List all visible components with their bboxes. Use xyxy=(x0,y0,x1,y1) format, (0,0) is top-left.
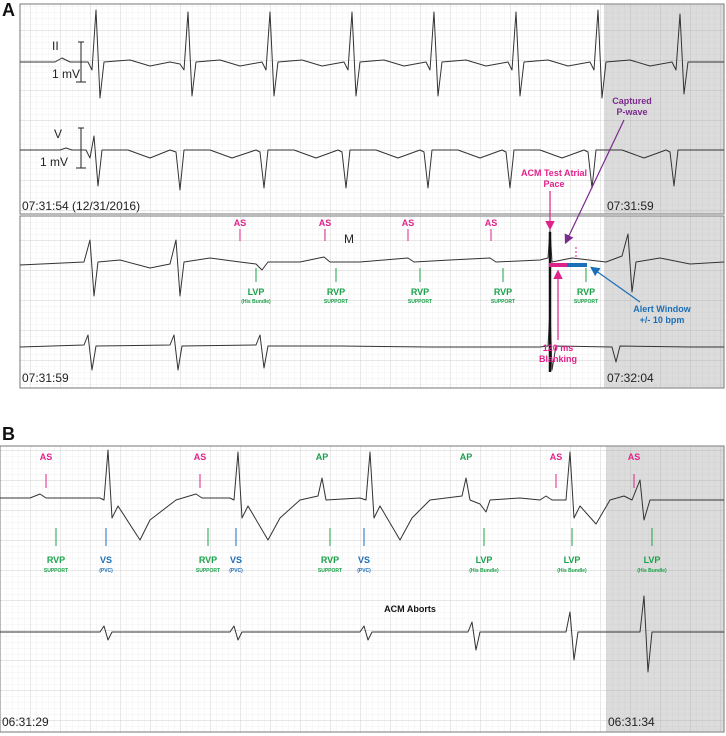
as-label: AS xyxy=(194,452,207,462)
strip-a1: II 1 mV V 1 mV 07:31:54 (12/31/2016) 07:… xyxy=(19,3,725,215)
vs-sub: (PVC) xyxy=(229,568,243,574)
vs-sub: (PVC) xyxy=(99,568,113,574)
as-label: AS xyxy=(234,218,247,228)
rvp-sub: SUPPORT xyxy=(324,299,348,305)
lvp-sub: (His Bundle) xyxy=(469,568,499,574)
rvp-sub: SUPPORT xyxy=(196,568,220,574)
rvp-label: RVP xyxy=(199,555,217,565)
alert-window-label-2: +/- 10 bpm xyxy=(640,315,685,325)
acm-pace-label-1: ACM Test Atrial xyxy=(521,168,587,178)
atrial-labels-b: AS AS AP AP AS AS xyxy=(40,452,641,488)
captured-label-2: P-wave xyxy=(616,107,647,117)
vs-label: VS xyxy=(100,555,112,565)
panel-a-letter: A xyxy=(2,0,15,20)
ventricular-labels-a: LVP (His Bundle) RVP SUPPORT RVP SUPPORT… xyxy=(241,268,598,305)
as-label: AS xyxy=(485,218,498,228)
vs-label: VS xyxy=(358,555,370,565)
lvp-sub: (His Bundle) xyxy=(241,299,271,305)
alert-window-arrow xyxy=(590,266,641,303)
rvp-label: RVP xyxy=(577,287,595,297)
lvp-sub: (His Bundle) xyxy=(557,568,587,574)
alert-window-bar xyxy=(567,263,587,267)
as-labels-a: AS AS AS AS xyxy=(234,218,498,241)
captured-arrow xyxy=(564,119,625,245)
as-label: AS xyxy=(628,452,641,462)
panel-b-letter: B xyxy=(2,424,15,444)
rvp-sub: SUPPORT xyxy=(318,568,342,574)
vs-label: VS xyxy=(230,555,242,565)
marker-m: M xyxy=(344,232,354,246)
shaded-window xyxy=(604,4,724,214)
strip-b: 06:31:29 06:31:34 ACM Aborts xyxy=(0,445,725,733)
lvp-label: LVP xyxy=(644,555,661,565)
rvp-sub: SUPPORT xyxy=(491,299,515,305)
cal-label-bottom: 1 mV xyxy=(40,155,68,169)
lvp-label: LVP xyxy=(476,555,493,565)
rvp-label: RVP xyxy=(411,287,429,297)
cal-label-top: 1 mV xyxy=(52,67,80,81)
strip-a2-time-right: 07:32:04 xyxy=(607,371,654,385)
strip-b-time-right: 06:31:34 xyxy=(608,715,655,729)
vs-sub: (PVC) xyxy=(357,568,371,574)
rvp-label: RVP xyxy=(47,555,65,565)
blanking-label-2: Blanking xyxy=(539,354,577,364)
ap-label: AP xyxy=(460,452,473,462)
rvp-sub: SUPPORT xyxy=(574,299,598,305)
blanking-bar xyxy=(549,263,567,267)
strip-b-top-trace xyxy=(0,449,724,541)
acm-aborts-label: ACM Aborts xyxy=(384,604,436,614)
as-label: AS xyxy=(319,218,332,228)
ventricular-labels-b: RVP SUPPORT VS (PVC) RVP SUPPORT VS (PVC… xyxy=(44,528,667,574)
rvp-sub: SUPPORT xyxy=(44,568,68,574)
strip-b-time-left: 06:31:29 xyxy=(2,715,49,729)
lvp-label: LVP xyxy=(564,555,581,565)
lead-label-v: V xyxy=(54,127,62,141)
lead-label-ii: II xyxy=(52,39,59,53)
captured-label-1: Captured xyxy=(612,96,652,106)
rvp-label: RVP xyxy=(494,287,512,297)
rvp-label: RVP xyxy=(327,287,345,297)
strip-b-bottom-trace xyxy=(0,595,724,673)
lvp-sub: (His Bundle) xyxy=(637,568,667,574)
lead-v-trace xyxy=(20,135,724,191)
lead-ii-trace xyxy=(20,9,724,99)
strip-a1-time-left: 07:31:54 (12/31/2016) xyxy=(22,199,140,213)
strip-a2-bottom-trace xyxy=(19,309,724,371)
rvp-label: RVP xyxy=(321,555,339,565)
strip-a2-time-left: 07:31:59 xyxy=(22,371,69,385)
rvp-sub: SUPPORT xyxy=(408,299,432,305)
cal-bar-top xyxy=(76,41,86,83)
strip-a2: 07:31:59 07:32:04 M xyxy=(19,215,725,389)
acm-callouts: ACM Test Atrial Pace Captured P-wave Ale… xyxy=(521,96,692,364)
as-label: AS xyxy=(402,218,415,228)
alert-window-label-1: Alert Window xyxy=(633,304,691,314)
as-label: AS xyxy=(550,452,563,462)
acm-pace-label-2: Pace xyxy=(543,179,564,189)
lvp-label: LVP xyxy=(248,287,265,297)
ap-label: AP xyxy=(316,452,329,462)
as-label: AS xyxy=(40,452,53,462)
shaded-window-a2 xyxy=(604,216,724,388)
cal-bar-bottom xyxy=(76,127,86,169)
shaded-window-b xyxy=(606,446,724,732)
strip-a1-time-right: 07:31:59 xyxy=(607,199,654,213)
strip-a2-top-trace xyxy=(19,229,725,297)
blanking-label-1: 120 ms xyxy=(543,343,574,353)
